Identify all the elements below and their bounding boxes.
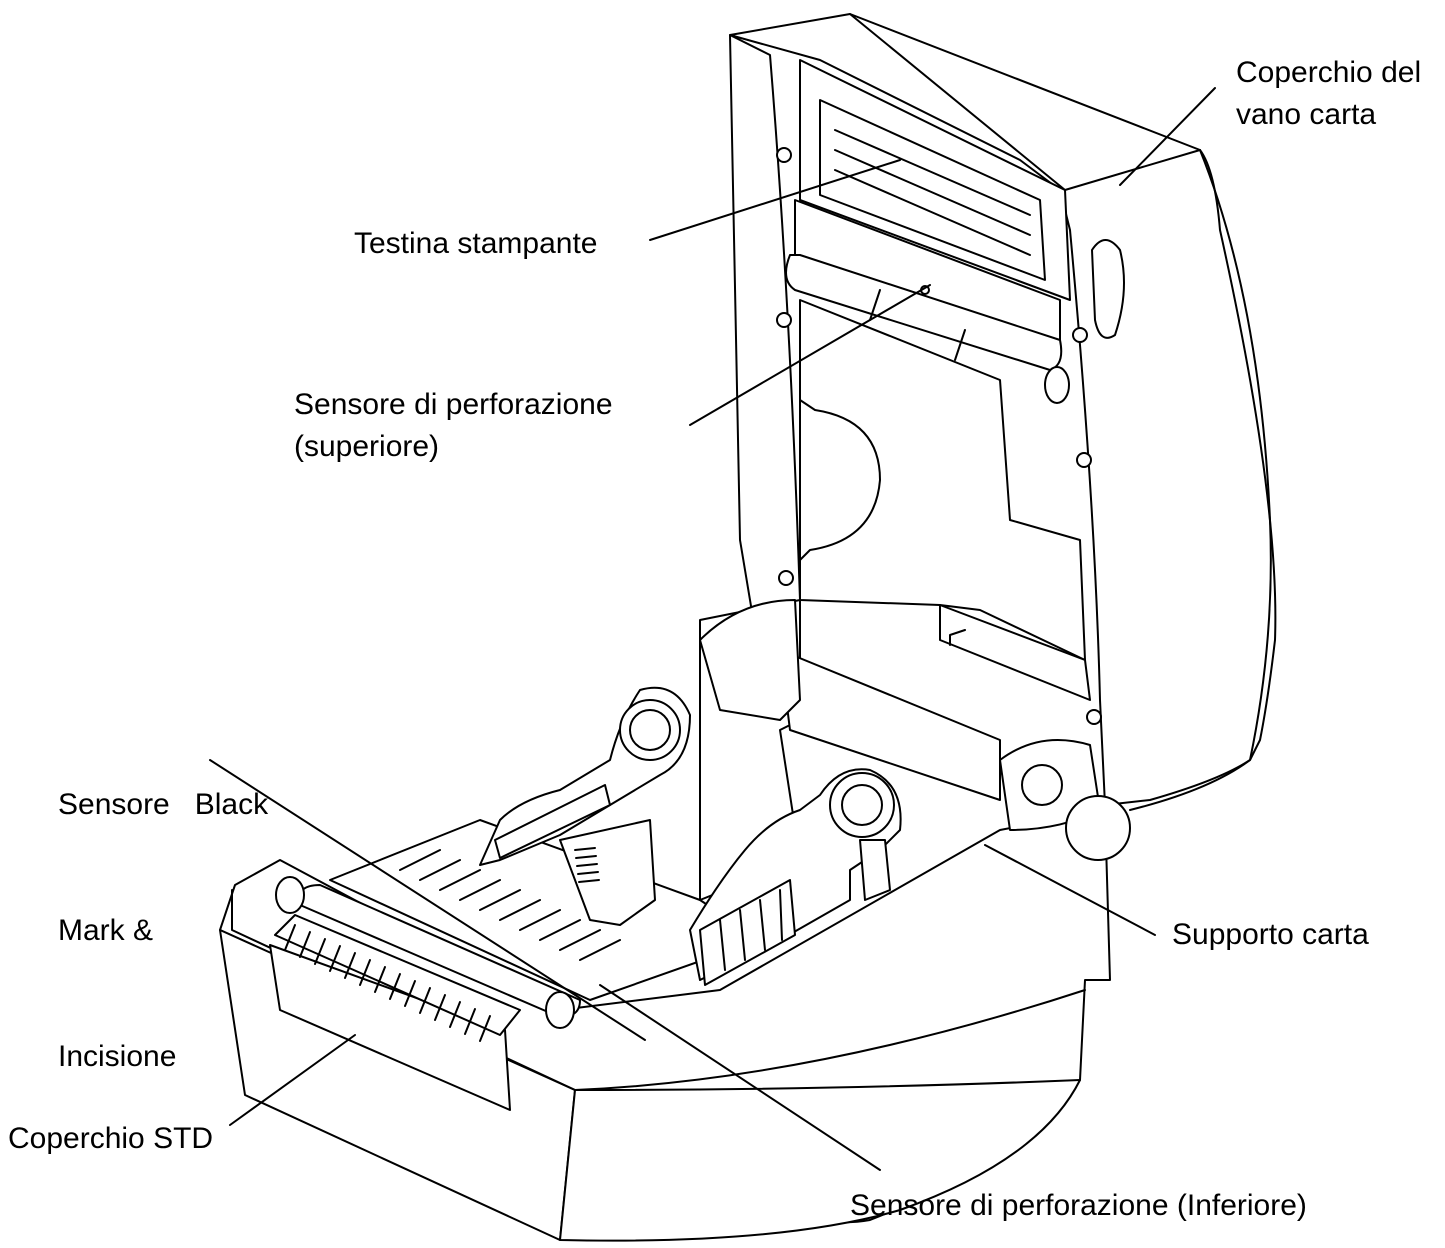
left-arm-stand <box>559 819 656 926</box>
print-head-strip <box>834 129 1031 256</box>
label-paper-cover: Coperchio del vano carta <box>1236 52 1421 136</box>
label-paper-cover-line2: vano carta <box>1236 98 1377 131</box>
roller-divider-a <box>869 289 881 321</box>
roller-divider-b <box>954 329 966 361</box>
cover-hole <box>1072 327 1088 343</box>
right-knob-inner <box>1021 764 1063 806</box>
label-print-head-text: Testina stampante <box>354 227 598 260</box>
cover-ledge <box>939 604 1091 701</box>
cover-hole <box>1076 452 1092 468</box>
lower-roller-end-right <box>545 991 575 1029</box>
leader-paper-holder <box>984 844 1156 936</box>
leader-print-head <box>649 159 901 241</box>
leader-lower-sensor <box>599 984 881 1171</box>
label-upper-gap-sensor: Sensore di perforazione (superiore) <box>294 384 613 468</box>
right-arm-grid <box>719 889 783 971</box>
std-cover-ribs <box>284 924 491 1042</box>
leader-black-mark <box>209 759 646 1041</box>
lower-roller-end-left <box>275 876 305 914</box>
label-upper-gap-sensor-line1: Sensore di perforazione <box>294 388 613 421</box>
label-std-cover-text: Coperchio STD <box>8 1122 214 1155</box>
leader-std-cover <box>229 1034 356 1126</box>
cover-hole <box>776 312 792 328</box>
right-arm-hole-inner <box>841 784 883 826</box>
cover-release-button <box>1091 239 1125 339</box>
paper-path-slots <box>399 849 621 961</box>
label-lower-gap-sensor: Sensore di perforazione (Inferiore) <box>850 1185 1307 1227</box>
paper-compartment-cover <box>729 13 1277 811</box>
printer-base <box>219 599 1131 1242</box>
label-lower-gap-sensor-text: Sensore di perforazione (Inferiore) <box>850 1189 1307 1222</box>
leader-lines <box>209 87 1216 1171</box>
label-upper-gap-sensor-line2: (superiore) <box>294 430 440 463</box>
label-black-mark-line3: Incisione <box>58 1040 177 1073</box>
label-black-mark-line1: Sensore Black <box>58 788 269 821</box>
leader-upper-sensor <box>689 284 931 426</box>
label-black-mark-sensor: Sensore Black Mark & Incisione <box>58 700 268 1120</box>
cover-cutout <box>799 399 881 561</box>
cover-mark <box>949 629 966 646</box>
leader-paper-cover <box>1119 87 1216 186</box>
right-arm-clip <box>859 839 891 901</box>
print-head-inner <box>819 99 1046 281</box>
cover-hole <box>1086 709 1102 725</box>
right-knob <box>1065 795 1131 861</box>
holder-tower <box>699 599 801 721</box>
base-top-edge <box>231 889 1086 1091</box>
left-arm-slot <box>494 784 611 859</box>
cover-side-curve <box>1129 149 1272 811</box>
paper-holder-assembly <box>479 599 902 986</box>
base-right-face <box>559 1079 1081 1242</box>
cover-hole <box>776 147 792 163</box>
label-paper-cover-line1: Coperchio del <box>1236 56 1422 89</box>
left-arm-hole-inner <box>629 709 671 751</box>
cover-hole <box>778 570 794 586</box>
label-std-cover: Coperchio STD <box>8 1118 213 1160</box>
label-black-mark-line2: Mark & <box>58 914 154 947</box>
inner-channel <box>779 649 1001 801</box>
label-paper-holder-text: Supporto carta <box>1172 918 1369 951</box>
label-print-head: Testina stampante <box>354 223 597 265</box>
cover-outer-shell <box>729 13 1277 806</box>
cover-inner-frame <box>729 34 801 661</box>
label-paper-holder: Supporto carta <box>1172 914 1369 956</box>
roller-end-cap <box>1044 366 1070 404</box>
left-arm-spring <box>574 847 600 883</box>
